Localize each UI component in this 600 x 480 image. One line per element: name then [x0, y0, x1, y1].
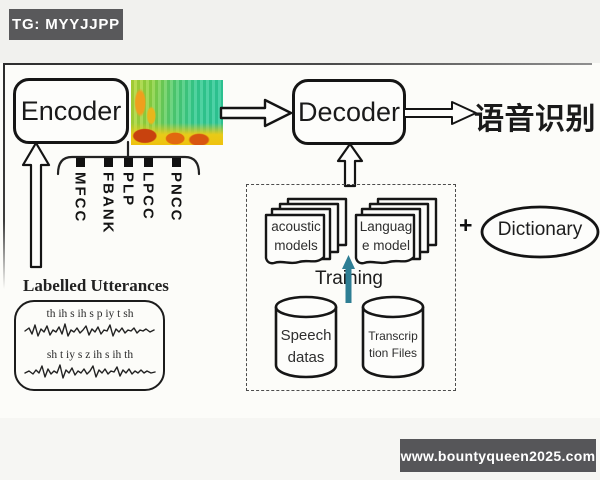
acoustic-models-label: acoustic models	[267, 218, 325, 256]
plus-sign: +	[459, 212, 473, 238]
transcription-database-icon	[361, 295, 425, 379]
frame-border-top	[4, 63, 592, 65]
transcription-database-line1: Transcrip	[368, 329, 418, 343]
feature-label: FBANK	[99, 172, 117, 235]
dictionary-label: Dictionary	[497, 219, 583, 240]
decoder-label: Decoder	[297, 96, 401, 127]
spectrogram-image	[131, 80, 223, 145]
feature-label: MFCC	[71, 172, 89, 224]
waveform-icon	[24, 364, 156, 379]
feature-bullet-icon	[75, 158, 85, 167]
acoustic-models-line1: acoustic	[271, 219, 321, 234]
feature-bullet-icon	[103, 158, 113, 167]
spectrogram-to-decoder-arrow	[219, 98, 293, 128]
phoneme-row-1: th ih s ih s p iy t sh	[46, 308, 134, 320]
speech-database-label: Speech datas	[274, 325, 338, 369]
feature-bullet-icon	[123, 158, 133, 167]
feature-label: LPCC	[139, 172, 157, 221]
feature-item-plp: PLP	[119, 158, 137, 207]
decoder-node: Decoder	[292, 79, 406, 145]
transcription-database-label: Transcrip tion Files	[361, 328, 425, 363]
watermark: www.bountyqueen2025.com	[400, 439, 596, 472]
acoustic-models-line2: models	[274, 237, 318, 253]
feature-bullet-icon	[171, 158, 181, 167]
output-label-chinese: 语音识别	[474, 103, 596, 136]
feature-bracket	[56, 140, 201, 176]
tg-badge-label: TG: MYYJJPP	[12, 16, 120, 33]
feature-label: PLP	[119, 172, 137, 208]
language-model-stack-icon	[354, 197, 438, 265]
encoder-node: Encoder	[13, 78, 129, 144]
speech-database-line2: datas	[287, 348, 325, 366]
feature-item-mfcc: MFCC	[71, 158, 89, 223]
watermark-label: www.bountyqueen2025.com	[400, 447, 596, 464]
transcription-database-line2: tion Files	[368, 346, 418, 361]
encoder-label: Encoder	[20, 95, 122, 126]
waveform-icon	[24, 323, 155, 337]
feature-item-lpcc: LPCC	[139, 158, 157, 221]
feature-item-fbank: FBANK	[99, 158, 117, 235]
frame-border-left	[3, 63, 5, 289]
labelled-utterances-title: Labelled Utterances	[23, 276, 169, 295]
training-arrow	[342, 255, 355, 303]
feature-bullet-icon	[143, 158, 153, 167]
acoustic-models-stack-icon	[264, 197, 348, 265]
feature-label: PNCC	[167, 172, 185, 223]
language-model-label: Languag e model	[357, 218, 415, 256]
labelled-utterances-box: th ih s ih s p iy t sh sh t iy s z ih s …	[14, 300, 165, 391]
language-model-line1: Languag	[359, 219, 413, 234]
training-to-decoder-arrow	[336, 142, 364, 188]
training-container-box	[246, 184, 456, 391]
feature-item-pncc: PNCC	[167, 158, 185, 223]
utterances-to-encoder-arrow	[21, 141, 51, 269]
phoneme-row-2: sh t iy s z ih s ih th	[46, 349, 134, 361]
dictionary-ellipse	[480, 205, 600, 259]
decoder-to-output-arrow	[403, 101, 477, 125]
language-model-line2: e model	[361, 237, 411, 253]
tg-badge: TG: MYYJJPP	[9, 9, 123, 40]
speech-database-icon	[274, 295, 338, 379]
speech-database-line1: Speech	[280, 327, 332, 344]
